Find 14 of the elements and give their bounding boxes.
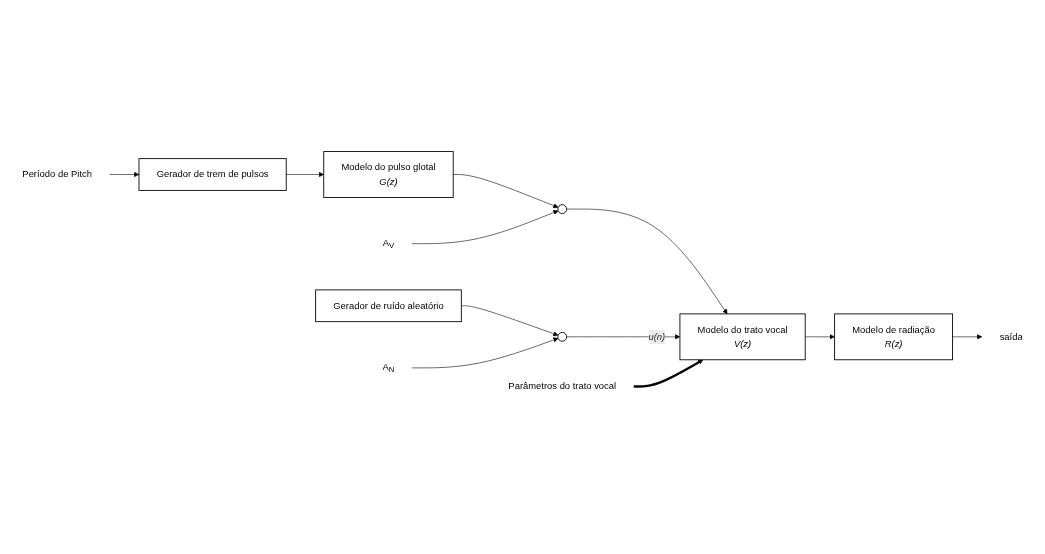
node-box: Modelo de radiação R(z) bbox=[834, 313, 953, 361]
node-text: saída bbox=[999, 331, 1023, 342]
node-box: Modelo do trato vocal V(z) bbox=[679, 313, 806, 361]
node-box: Gerador de ruído aleatório bbox=[315, 289, 462, 323]
node-text: A$_{N}$ bbox=[382, 361, 395, 375]
node-text: Período de Pitch bbox=[22, 169, 92, 180]
node-box: Modelo do pulso glotal G(z) bbox=[323, 151, 454, 198]
node-circle bbox=[557, 204, 568, 214]
node-text: Parâmetros do trato vocal bbox=[508, 381, 617, 392]
node-circle bbox=[557, 332, 568, 342]
node-box: Gerador de trem de pulsos bbox=[138, 158, 287, 191]
node-text: A$_{V}$ bbox=[382, 237, 395, 250]
edge-label: u(n) bbox=[648, 331, 666, 342]
arrow bbox=[633, 359, 704, 388]
